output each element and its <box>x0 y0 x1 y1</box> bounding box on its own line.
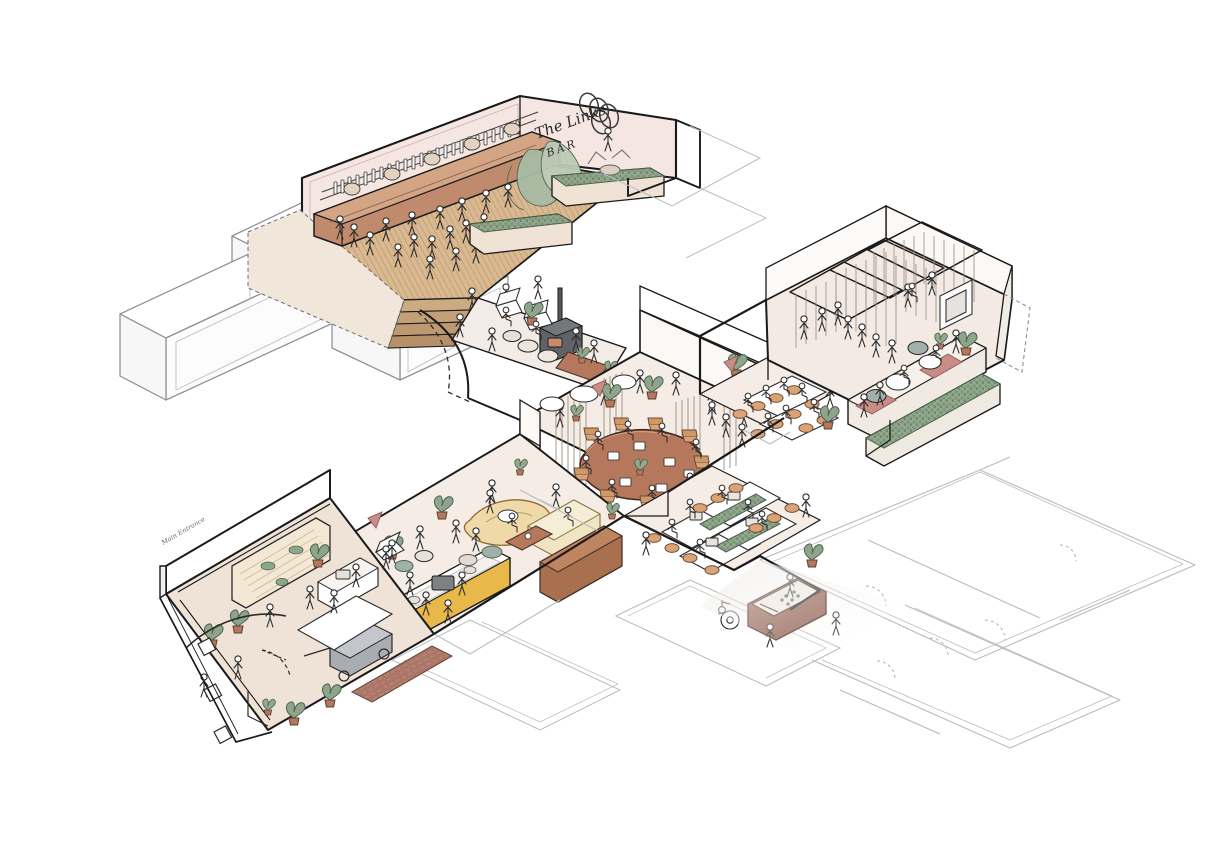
timber-block-bench <box>538 525 624 603</box>
bar-right-wall <box>627 119 701 197</box>
soft-shadow-se <box>700 560 905 660</box>
bar-ghost-extension <box>603 125 768 259</box>
roof-planter-left <box>468 213 574 255</box>
entrance-wing-inner-line <box>177 503 331 721</box>
entrance-wing-wall-outer <box>159 565 167 600</box>
roof-planter-right <box>550 149 666 207</box>
stove-and-flue <box>538 287 584 361</box>
reception-desk <box>316 557 380 611</box>
meeting-pods-wall-right <box>995 265 1013 361</box>
curved-partition-dashed <box>417 311 471 403</box>
zone-plan-outline-se-secondary <box>390 579 842 731</box>
wall-pennants <box>367 355 739 529</box>
entrance-mat <box>296 595 394 651</box>
zone-plan-outline-se <box>759 456 1196 749</box>
cutaway-secondary-edges <box>624 309 891 517</box>
pod-screens <box>939 279 973 331</box>
entrance-outer-boundary <box>159 597 273 744</box>
bar-pendant-lamps <box>343 122 521 196</box>
meeting-block-ghost-edge <box>995 293 1031 373</box>
pegboard-display-wall <box>231 517 331 609</box>
ring-logo-icon <box>578 92 620 135</box>
bar-paving-dashed <box>247 209 405 349</box>
meeting-pods-wall-left <box>765 204 887 302</box>
cafe-wing-misc-seating <box>374 530 434 573</box>
bar-counter <box>312 131 562 247</box>
entrance-door-swing <box>185 613 291 727</box>
cafe-wing-wall-left <box>519 398 541 448</box>
brick-paving-strip <box>350 645 454 703</box>
hub-secondary-tables <box>539 374 637 412</box>
curved-partition-solid <box>419 309 521 421</box>
soft-lounge-table <box>504 525 554 551</box>
